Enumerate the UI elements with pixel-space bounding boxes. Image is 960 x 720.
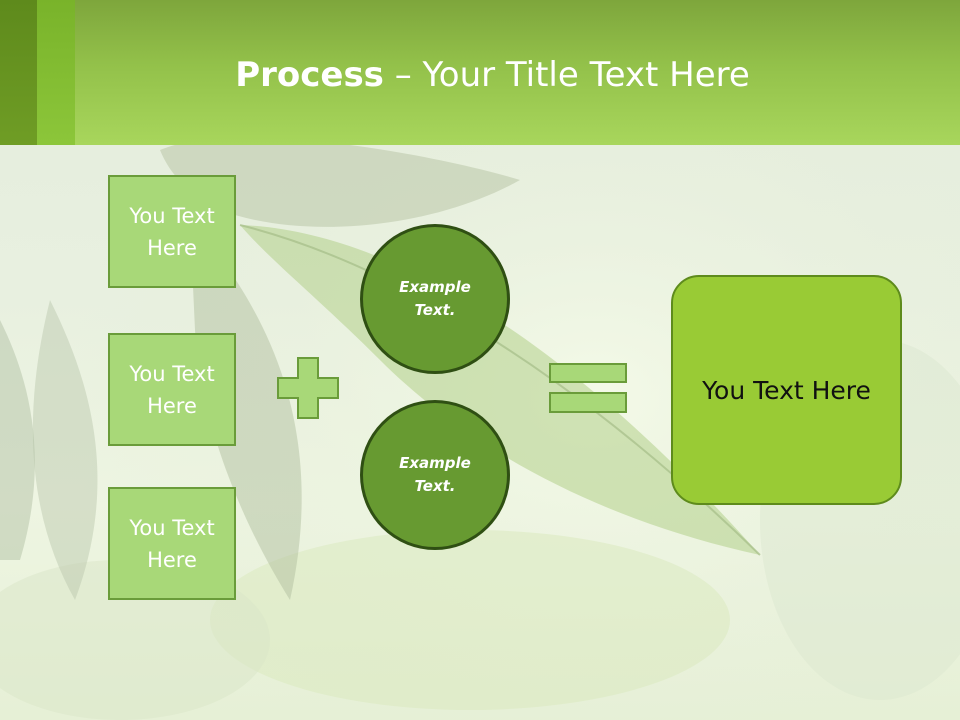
header-stripe-dark — [0, 0, 37, 145]
plus-icon — [277, 357, 339, 419]
example-circle-2[interactable]: Example Text. — [360, 400, 510, 550]
input-box-3-label: You Text Here — [129, 515, 215, 572]
input-box-1[interactable]: You Text Here — [108, 175, 236, 288]
slide-title-bold: Process — [235, 55, 384, 95]
input-box-1-label: You Text Here — [129, 203, 215, 260]
result-box-label: You Text Here — [702, 375, 871, 405]
equals-icon — [549, 363, 627, 413]
title-bar: Process – Your Title Text Here — [0, 0, 960, 145]
example-circle-2-label: Example Text. — [399, 454, 471, 495]
header-stripe-light — [37, 0, 75, 145]
result-box[interactable]: You Text Here — [671, 275, 902, 505]
input-box-3[interactable]: You Text Here — [108, 487, 236, 600]
slide-title[interactable]: Process – Your Title Text Here — [75, 48, 910, 102]
example-circle-1[interactable]: Example Text. — [360, 224, 510, 374]
example-circle-1-label: Example Text. — [399, 278, 471, 319]
input-box-2-label: You Text Here — [129, 361, 215, 418]
input-box-2[interactable]: You Text Here — [108, 333, 236, 446]
slide-title-rest: – Your Title Text Here — [383, 55, 750, 95]
